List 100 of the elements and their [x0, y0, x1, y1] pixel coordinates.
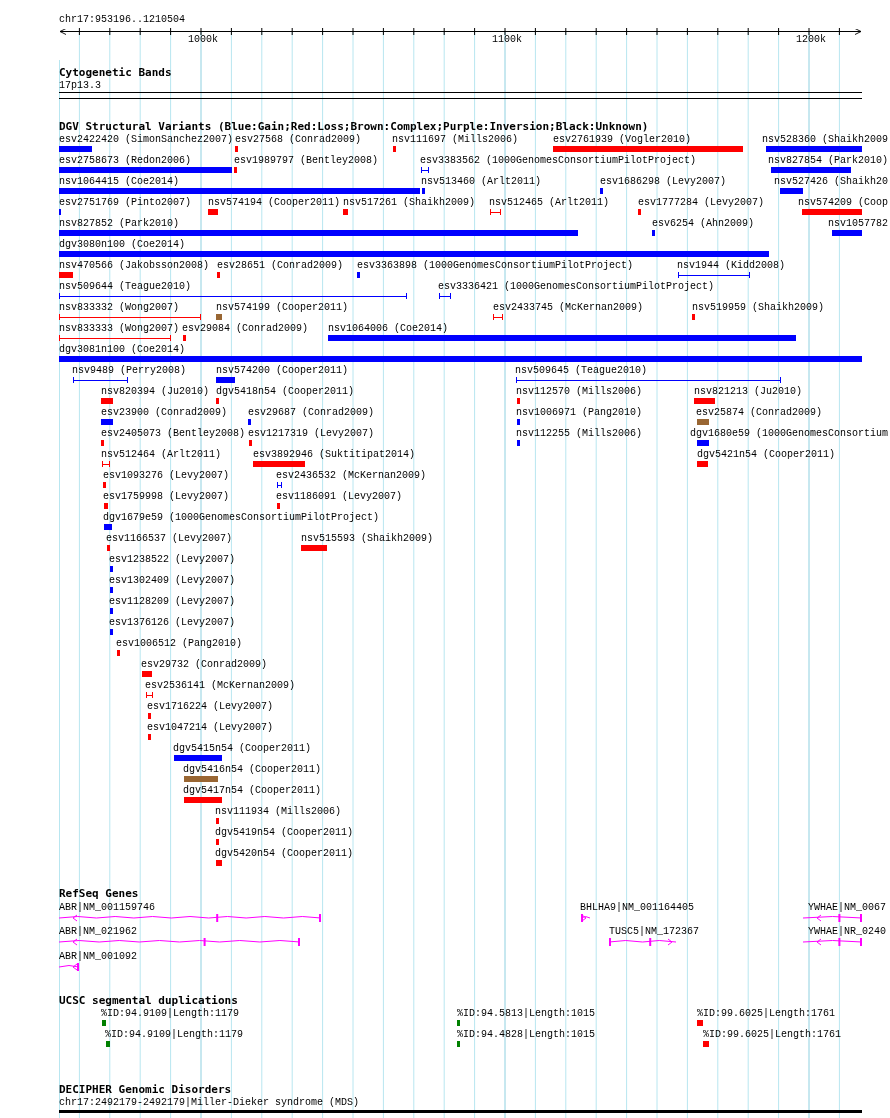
tick-label: 1200k	[796, 34, 826, 46]
track-heading: RefSeq Genes	[59, 888, 139, 900]
feature-label: nsv509644 (Teague2010)	[59, 281, 192, 293]
feature-label: YWHAE|NM_0067	[808, 902, 886, 914]
feature-label: %ID:94.5813|Length:1015	[457, 1008, 596, 1020]
feature-label: nsv527426 (Shaikh20	[774, 176, 889, 188]
feature-label: nsv574209 (Coop	[798, 197, 888, 209]
feature-label: esv29732 (Conrad2009)	[141, 659, 268, 671]
feature-label: dgv5419n54 (Cooper2011)	[215, 827, 354, 839]
feature-label: nsv515593 (Shaikh2009)	[301, 533, 434, 545]
feature-label: esv3892946 (Suktitipat2014)	[253, 449, 416, 461]
feature-label: nsv820394 (Ju2010)	[101, 386, 210, 398]
feature-label: nsv112255 (Mills2006)	[516, 428, 643, 440]
feature-label: esv1217319 (Levy2007)	[248, 428, 375, 440]
feature-label: esv1759998 (Levy2007)	[103, 491, 230, 503]
feature-label: nsv111697 (Mills2006)	[392, 134, 519, 146]
feature-label: nsv9489 (Perry2008)	[72, 365, 187, 377]
feature-label: nsv528360 (Shaikh2009	[762, 134, 889, 146]
feature-label: nsv509645 (Teague2010)	[515, 365, 648, 377]
feature-label: dgv5420n54 (Cooper2011)	[215, 848, 354, 860]
track-heading: UCSC segmental duplications	[59, 995, 238, 1007]
feature-label: dgv5418n54 (Cooper2011)	[216, 386, 355, 398]
feature-label: esv1376126 (Levy2007)	[109, 617, 236, 629]
feature-label: esv1238522 (Levy2007)	[109, 554, 236, 566]
feature-label: esv1716224 (Levy2007)	[147, 701, 274, 713]
feature-label: esv29084 (Conrad2009)	[182, 323, 309, 335]
feature-label: nsv833332 (Wong2007)	[59, 302, 180, 314]
feature-label: esv2758673 (Redon2006)	[59, 155, 192, 167]
feature-label: dgv5417n54 (Cooper2011)	[183, 785, 322, 797]
tick-label: 1000k	[188, 34, 218, 46]
feature-label: nsv1057782	[828, 218, 888, 230]
feature-label: TUSC5|NM_172367	[609, 926, 699, 938]
track-heading: DGV Structural Variants (Blue:Gain;Red:Loss;Brown:Complex;Purple:Inversion;Black:Unknown)	[59, 121, 649, 133]
region-label: chr17:953196..1210504	[59, 14, 186, 26]
feature-label: esv1128209 (Levy2007)	[109, 596, 236, 608]
feature-label: esv2433745 (McKernan2009)	[493, 302, 644, 314]
feature-label: esv2751769 (Pinto2007)	[59, 197, 192, 209]
tick-label: 1100k	[492, 34, 522, 46]
feature-label: nsv833333 (Wong2007)	[59, 323, 180, 335]
feature-label: esv1006512 (Pang2010)	[116, 638, 243, 650]
feature-label: dgv3081n100 (Coe2014)	[59, 344, 186, 356]
feature-label: esv1989797 (Bentley2008)	[234, 155, 379, 167]
region-label: chr17:2492179-2492179|Miller-Dieker syndrome (MDS)	[59, 1097, 360, 1109]
feature-label: nsv827852 (Park2010)	[59, 218, 180, 230]
feature-label: esv1777284 (Levy2007)	[638, 197, 765, 209]
feature-label: esv1302409 (Levy2007)	[109, 575, 236, 587]
feature-label: nsv827854 (Park2010)	[768, 155, 889, 167]
feature-label: nsv574200 (Cooper2011)	[216, 365, 349, 377]
feature-label: dgv5421n54 (Cooper2011)	[697, 449, 836, 461]
feature-label: esv2405073 (Bentley2008)	[101, 428, 246, 440]
feature-label: nsv1064006 (Coe2014)	[328, 323, 449, 335]
feature-label: YWHAE|NR_0240	[808, 926, 886, 938]
region-label: 17p13.3	[59, 80, 101, 92]
feature-label: esv1186091 (Levy2007)	[276, 491, 403, 503]
feature-label: ABR|NM_001092	[59, 951, 137, 963]
track-heading: Cytogenetic Bands	[59, 67, 172, 79]
feature-label: nsv517261 (Shaikh2009)	[343, 197, 476, 209]
feature-label: esv3336421 (1000GenomesConsortiumPilotProject)	[438, 281, 715, 293]
feature-label: esv2761939 (Vogler2010)	[553, 134, 692, 146]
feature-label: esv29687 (Conrad2009)	[248, 407, 375, 419]
feature-label: esv3363898 (1000GenomesConsortiumPilotProject)	[357, 260, 634, 272]
feature-label: esv6254 (Ahn2009)	[652, 218, 755, 230]
feature-label: nsv512465 (Arlt2011)	[489, 197, 610, 209]
feature-label: dgv5416n54 (Cooper2011)	[183, 764, 322, 776]
feature-label: esv1166537 (Levy2007)	[106, 533, 233, 545]
feature-label: esv23900 (Conrad2009)	[101, 407, 228, 419]
feature-label: nsv112570 (Mills2006)	[516, 386, 643, 398]
feature-label: %ID:94.4828|Length:1015	[457, 1029, 596, 1041]
feature-label: dgv1679e59 (1000GenomesConsortiumPilotProject)	[103, 512, 380, 524]
feature-label: nsv574194 (Cooper2011)	[208, 197, 341, 209]
feature-label: nsv1944 (Kidd2008)	[677, 260, 786, 272]
feature-label: nsv519959 (Shaikh2009)	[692, 302, 825, 314]
track-heading: DECIPHER Genomic Disorders	[59, 1084, 232, 1096]
feature-label: nsv821213 (Ju2010)	[694, 386, 803, 398]
feature-label: nsv111934 (Mills2006)	[215, 806, 342, 818]
feature-label: esv27568 (Conrad2009)	[235, 134, 362, 146]
feature-label: BHLHA9|NM_001164405	[580, 902, 695, 914]
feature-label: nsv513460 (Arlt2011)	[421, 176, 542, 188]
feature-label: esv28651 (Conrad2009)	[217, 260, 344, 272]
feature-label: nsv1006971 (Pang2010)	[516, 407, 643, 419]
feature-label: esv2436532 (McKernan2009)	[276, 470, 427, 482]
feature-label: nsv574199 (Cooper2011)	[216, 302, 349, 314]
feature-label: ABR|NM_021962	[59, 926, 137, 938]
feature-label: esv2536141 (McKernan2009)	[145, 680, 296, 692]
feature-label: esv25874 (Conrad2009)	[696, 407, 823, 419]
feature-label: nsv512464 (Arlt2011)	[101, 449, 222, 461]
feature-label: esv1686298 (Levy2007)	[600, 176, 727, 188]
feature-label: dgv5415n54 (Cooper2011)	[173, 743, 312, 755]
feature-label: ABR|NM_001159746	[59, 902, 155, 914]
feature-label: nsv470566 (Jakobsson2008)	[59, 260, 210, 272]
feature-label: nsv1064415 (Coe2014)	[59, 176, 180, 188]
feature-label: esv2422420 (SimonSanchez2007)	[59, 134, 234, 146]
feature-label: %ID:99.6025|Length:1761	[697, 1008, 836, 1020]
feature-label: %ID:94.9109|Length:1179	[105, 1029, 244, 1041]
feature-label: esv1047214 (Levy2007)	[147, 722, 274, 734]
feature-label: dgv1680e59 (1000GenomesConsortium	[690, 428, 889, 440]
feature-label: %ID:99.6025|Length:1761	[703, 1029, 842, 1041]
feature-label: esv1093276 (Levy2007)	[103, 470, 230, 482]
feature-label: dgv3080n100 (Coe2014)	[59, 239, 186, 251]
feature-label: %ID:94.9109|Length:1179	[101, 1008, 240, 1020]
